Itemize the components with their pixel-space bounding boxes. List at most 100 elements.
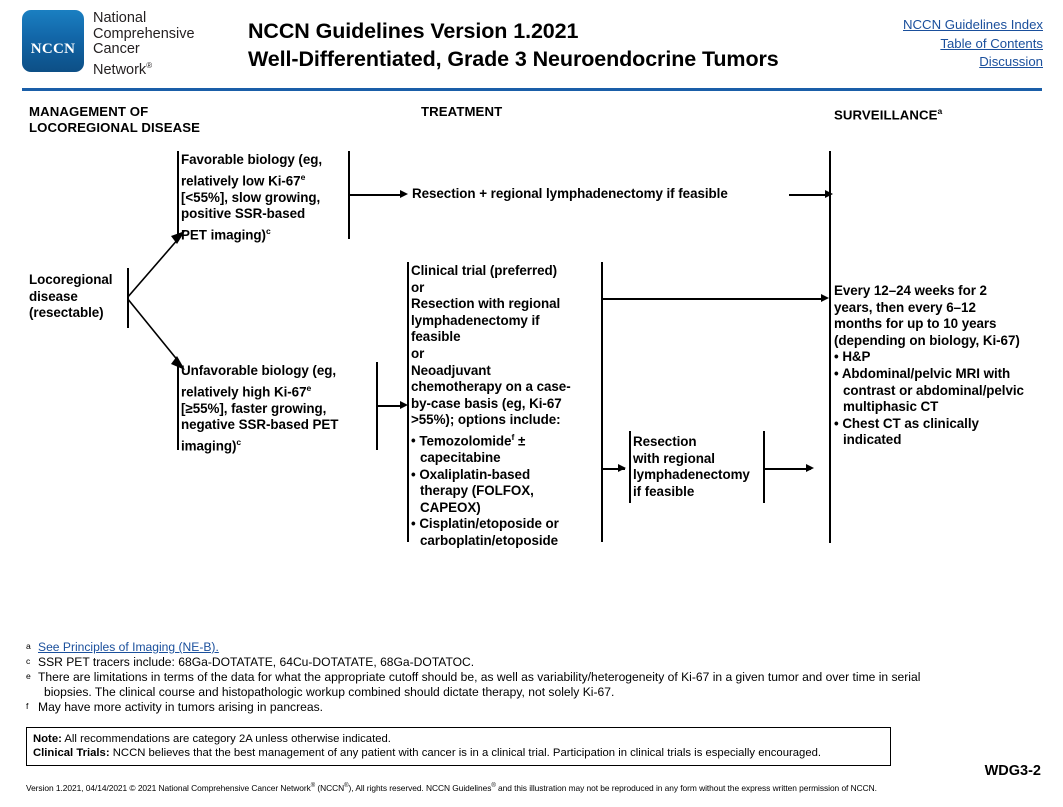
treatment-or-2: or bbox=[411, 345, 425, 361]
copyright-part-b: (NCCN bbox=[315, 782, 345, 793]
connector-resection-mid-to-surveillance bbox=[763, 468, 811, 470]
footnote-a-link[interactable]: See Principles of Imaging (NE-B). bbox=[38, 640, 219, 654]
column-header-surveillance: SURVEILLANCEa bbox=[834, 104, 942, 123]
logo-word-cancer: Cancer bbox=[93, 41, 140, 58]
column-header-treatment-label: TREATMENT bbox=[421, 104, 503, 119]
node-resection-mid: Resection with regional lymphadenectomy … bbox=[633, 434, 765, 500]
bracket-treatment-left bbox=[407, 262, 409, 542]
arrowhead-treatment-to-surveillance bbox=[821, 294, 829, 302]
treatment-temozolomide-footnote-mark: f bbox=[511, 431, 515, 442]
copyright-part-d: and this illustration may not be reprodu… bbox=[495, 782, 877, 793]
arrowhead-resection-mid-to-surveillance bbox=[806, 464, 814, 472]
node-locoregional-line2: disease bbox=[29, 288, 78, 304]
unfavorable-line3: [≥55%], faster growing, bbox=[181, 400, 327, 416]
treatment-bullet-oxaliplatin-line2: therapy (FOLFOX, bbox=[420, 483, 534, 499]
resection-mid-line4: if feasible bbox=[633, 483, 695, 499]
arrowhead-unfavorable-to-treatment bbox=[400, 401, 408, 409]
nccn-logo-wordmark: National Comprehensive Cancer Network® bbox=[93, 10, 195, 78]
favorable-line2: relatively low Ki-67e bbox=[181, 169, 349, 190]
unfavorable-line5: imaging)c bbox=[181, 434, 377, 455]
note-text: All recommendations are category 2A unle… bbox=[61, 733, 391, 745]
column-header-surveillance-footnote-mark: a bbox=[937, 106, 943, 116]
bracket-favorable-left bbox=[177, 151, 179, 239]
treatment-bullet-oxaliplatin-line3: CAPEOX) bbox=[420, 499, 481, 515]
node-favorable-biology: Favorable biology (eg, relatively low Ki… bbox=[181, 152, 349, 244]
footnote-e-text: There are limitations in terms of the da… bbox=[38, 670, 921, 685]
logo-word-comprehensive: Comprehensive bbox=[93, 25, 195, 42]
unfavorable-line5-footnote-mark: c bbox=[236, 436, 242, 447]
column-header-management-line2: LOCOREGIONAL DISEASE bbox=[29, 119, 201, 135]
surveillance-line4: (depending on biology, Ki-67) bbox=[834, 332, 1020, 348]
unfavorable-line2-text: relatively high Ki-67 bbox=[181, 384, 307, 400]
footnote-f-mark: f bbox=[26, 700, 29, 711]
note-label: Note: bbox=[33, 733, 62, 745]
connector-favorable-to-resection bbox=[348, 194, 403, 196]
unfavorable-line1: Unfavorable biology (eg, bbox=[181, 363, 337, 378]
favorable-line5: PET imaging)c bbox=[181, 223, 349, 244]
logo-registered-mark: ® bbox=[146, 60, 153, 70]
connector-treatment-to-resection-mid bbox=[601, 468, 625, 470]
unfavorable-line2: relatively high Ki-67e bbox=[181, 380, 377, 401]
bracket-resection-mid-right bbox=[763, 431, 765, 503]
copyright-part-a: Version 1.2021, 04/14/2021 © 2021 Nation… bbox=[26, 782, 311, 793]
surveillance-bullet-mri-line1: Abdominal/pelvic MRI with bbox=[841, 365, 1011, 381]
footnote-f: f May have more activity in tumors arisin… bbox=[26, 700, 1040, 715]
header-links: NCCN Guidelines Index Table of Contents … bbox=[903, 16, 1043, 72]
copyright-reg-3: ® bbox=[491, 783, 496, 789]
clinical-trials-label: Clinical Trials: bbox=[33, 747, 110, 759]
nccn-logo-acronym: NCCN bbox=[30, 41, 76, 57]
surveillance-line3: months for up to 10 years bbox=[834, 316, 997, 332]
page-header: NCCN National Comprehensive Cancer Netwo… bbox=[0, 0, 1063, 92]
treatment-bullet-temozolomide-plusminus: ± bbox=[514, 433, 526, 449]
treatment-bullet-capecitabine: capecitabine bbox=[420, 450, 501, 465]
treatment-bullet-temozolomide: Temozolomidef ± capecitabine bbox=[411, 429, 601, 467]
footnote-f-text: May have more activity in tumors arising… bbox=[38, 699, 323, 714]
link-discussion[interactable]: Discussion bbox=[979, 54, 1043, 69]
arrowhead-favorable-to-resection bbox=[400, 190, 408, 198]
node-locoregional-line3: (resectable) bbox=[29, 305, 104, 321]
surveillance-bullet-chest-ct-line2: indicated bbox=[843, 432, 902, 448]
page-title-subject: Well-Differentiated, Grade 3 Neuroendocr… bbox=[248, 47, 779, 71]
connector-unfavorable-to-treatment bbox=[376, 405, 403, 407]
surveillance-bullet-hp: H&P bbox=[834, 349, 1062, 366]
treatment-bullet-temozolomide-text: Temozolomide bbox=[419, 433, 512, 449]
treatment-bullet-cisplatin: Cisplatin/etoposide orcarboplatin/etopos… bbox=[411, 516, 601, 549]
page-identifier: WDG3-2 bbox=[984, 763, 1041, 779]
link-nccn-guidelines-index[interactable]: NCCN Guidelines Index bbox=[903, 17, 1043, 32]
copyright-part-c: ), All rights reserved. NCCN Guidelines bbox=[348, 782, 492, 793]
resection-mid-line1: Resection bbox=[633, 434, 697, 449]
surveillance-bullet-mri-line2: contrast or abdominal/pelvic bbox=[843, 382, 1024, 398]
bracket-unfavorable-left bbox=[177, 362, 179, 450]
nccn-logo: NCCN National Comprehensive Cancer Netwo… bbox=[22, 10, 195, 78]
resection-mid-line2: with regional bbox=[633, 450, 715, 466]
unfavorable-line4: negative SSR-based PET bbox=[181, 417, 339, 433]
treatment-neoadjuvant-line1: Neoadjuvant bbox=[411, 362, 491, 378]
clinical-trials-line: Clinical Trials: NCCN believes that the … bbox=[33, 746, 884, 760]
copyright-footer: Version 1.2021, 04/14/2021 © 2021 Nation… bbox=[26, 781, 877, 794]
unfavorable-line5-text: imaging) bbox=[181, 438, 237, 454]
favorable-line1: Favorable biology (eg, bbox=[181, 152, 323, 167]
node-treatment-options: Clinical trial (preferred) or Resection … bbox=[411, 263, 601, 550]
link-table-of-contents[interactable]: Table of Contents bbox=[940, 35, 1043, 51]
resection-mid-line3: lymphadenectomy bbox=[633, 467, 750, 483]
favorable-line5-footnote-mark: c bbox=[265, 225, 271, 236]
bracket-resection-mid-left bbox=[629, 431, 631, 503]
treatment-bullet-oxaliplatin-line1: Oxaliplatin-based bbox=[419, 466, 531, 482]
node-locoregional-disease: Locoregional disease (resectable) bbox=[29, 272, 129, 322]
treatment-bullet-cisplatin-line2: carboplatin/etoposide bbox=[420, 532, 559, 548]
favorable-line2-text: relatively low Ki-67 bbox=[181, 173, 301, 189]
connector-resection-to-surveillance bbox=[789, 194, 829, 196]
favorable-line2-footnote-mark: e bbox=[300, 171, 306, 182]
footnote-e-text-continued: biopsies. The clinical course and histop… bbox=[44, 684, 615, 699]
favorable-line4: positive SSR-based bbox=[181, 206, 306, 222]
copyright-reg-1: ® bbox=[310, 783, 316, 789]
footnote-e-mark: e bbox=[26, 671, 31, 682]
unfavorable-line2-footnote-mark: e bbox=[306, 382, 312, 393]
page-title: NCCN Guidelines Version 1.2021 Well-Diff… bbox=[248, 17, 779, 73]
